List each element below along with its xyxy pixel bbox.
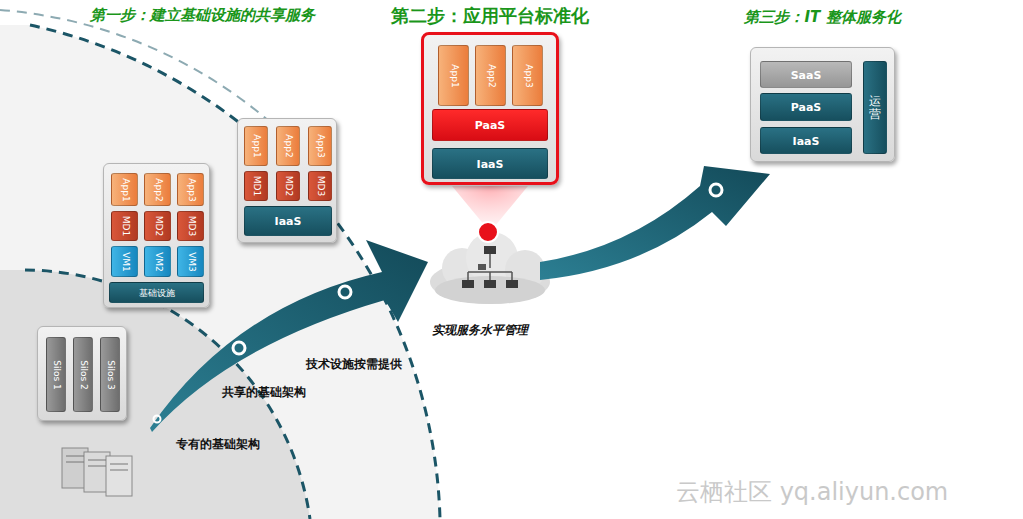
- stage-label: 实现服务水平管理: [432, 322, 528, 339]
- layer-label: VM3: [186, 252, 195, 272]
- layer-label: 基础设施: [110, 288, 203, 297]
- step-heading: 第二步：应用平台标准化: [391, 4, 589, 28]
- stage-label: 技术设施按需提供: [306, 356, 402, 373]
- layer-label: 运营: [869, 94, 881, 120]
- layer-label: VM1: [120, 252, 129, 272]
- layer-label: App2: [486, 64, 495, 87]
- layer-box: IaaS: [432, 148, 548, 179]
- layer-box: App3: [177, 173, 204, 206]
- growth-arrow: [150, 240, 428, 432]
- layer-box: App1: [244, 126, 268, 166]
- layer-box: SaaS: [760, 61, 852, 88]
- layer-box: App1: [111, 173, 138, 206]
- layer-label: VM2: [153, 252, 162, 272]
- layer-label: IaaS: [245, 216, 331, 227]
- layer-box: PaaS: [432, 109, 548, 141]
- stage-label: 专有的基础架构: [176, 436, 260, 453]
- layer-label: MD3: [316, 176, 325, 196]
- stack-panel: App1 App2 App3MD1 MD2 MD3IaaS: [237, 118, 337, 243]
- step-heading: 第三步：IT 整体服务化: [744, 8, 900, 27]
- stack-panel: 第二步：应用平台标准化App1App2App3PaaSIaaS: [421, 32, 559, 185]
- layer-box: PaaS: [760, 93, 852, 121]
- dashed-arc: [30, 25, 440, 519]
- layer-label: Silos 1: [52, 360, 61, 390]
- layer-box: MD2: [276, 171, 300, 201]
- layer-box: VM3: [177, 246, 204, 277]
- layer-label: MD1: [120, 216, 129, 236]
- layer-label: App3: [316, 134, 325, 157]
- layer-label: MD2: [284, 176, 293, 196]
- layer-box: MD3: [177, 211, 204, 241]
- layer-box: 运营: [863, 61, 887, 154]
- layer-box: VM2: [144, 246, 171, 277]
- stack-panel: Silos 1 Silos 2 Silos 3: [37, 326, 127, 421]
- watermark: 云栖社区 yq.aliyun.com: [676, 476, 948, 508]
- layer-box: MD1: [244, 171, 268, 201]
- cloud-network: [430, 222, 550, 304]
- stage-label: 共享的基础架构: [222, 384, 306, 401]
- layer-box: IaaS: [760, 127, 852, 154]
- layer-box: Silos 1: [46, 337, 66, 412]
- layer-label: MD1: [252, 176, 261, 196]
- layer-box: App3: [308, 126, 332, 166]
- layer-label: MD2: [153, 216, 162, 236]
- layer-box: IaaS: [244, 206, 332, 236]
- layer-label: Silos 3: [106, 360, 115, 390]
- layer-label: PaaS: [761, 102, 851, 113]
- layer-label: SaaS: [761, 69, 851, 80]
- layer-label: PaaS: [433, 120, 547, 131]
- layer-box: VM1: [111, 246, 138, 277]
- layer-label: App2: [284, 134, 293, 157]
- layer-box: Silos 2: [73, 337, 93, 412]
- layer-box: MD2: [144, 211, 171, 241]
- layer-label: App3: [186, 178, 195, 201]
- layer-label: App3: [523, 64, 532, 87]
- layer-box: 基础设施: [109, 282, 204, 303]
- layer-label: IaaS: [433, 158, 547, 169]
- layer-label: App1: [449, 64, 458, 87]
- layer-box: App3: [512, 45, 543, 106]
- layer-box: App1: [438, 45, 469, 106]
- layer-box: App2: [475, 45, 506, 106]
- growth-arrow: [540, 166, 770, 280]
- step-heading: 第一步：建立基础设施的共享服务: [90, 6, 315, 25]
- layer-label: App1: [120, 178, 129, 201]
- layer-box: App2: [144, 173, 171, 206]
- layer-label: IaaS: [761, 135, 851, 146]
- layer-label: App1: [252, 134, 261, 157]
- stack-panel: 第三步：IT 整体服务化SaaSPaaSIaaS运营: [750, 47, 895, 162]
- layer-box: App2: [276, 126, 300, 166]
- layer-label: MD3: [186, 216, 195, 236]
- layer-box: Silos 3: [100, 337, 120, 412]
- server-icon: [62, 448, 132, 496]
- stack-panel: App1 App2 App3MD1 MD2 MD3VM1 VM2 VM3 基础设施: [103, 163, 210, 308]
- layer-label: Silos 2: [79, 360, 88, 390]
- layer-label: App2: [153, 178, 162, 201]
- layer-box: MD3: [308, 171, 332, 201]
- outer-region: [0, 25, 440, 519]
- layer-box: MD1: [111, 211, 138, 241]
